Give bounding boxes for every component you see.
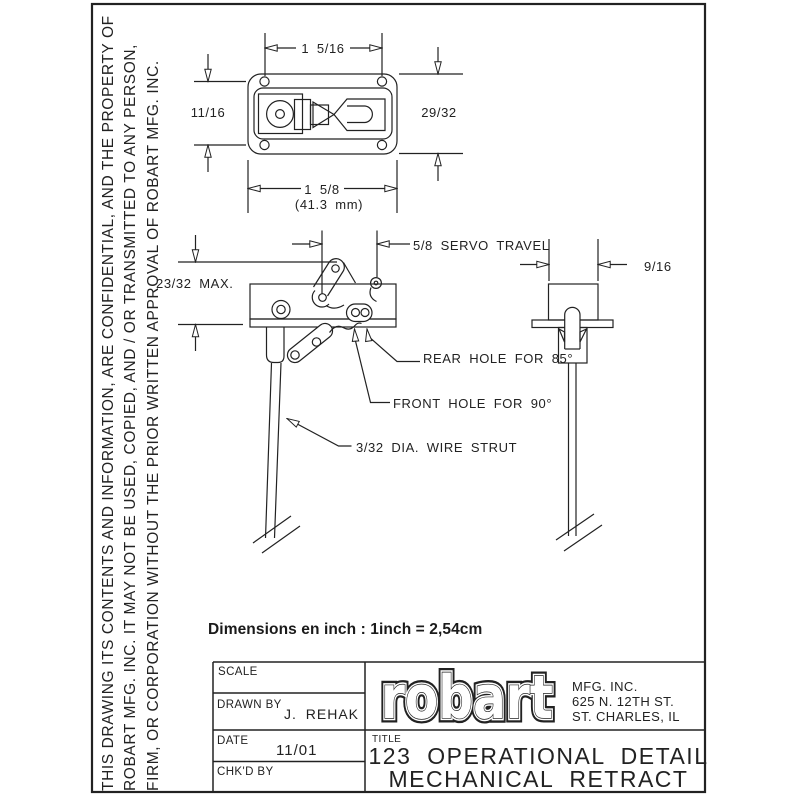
dim-max-height: 23/32 MAX.	[156, 276, 234, 291]
dim-overall-height: 29/32	[421, 105, 457, 120]
label-front-hole: FRONT HOLE FOR 90°	[393, 396, 553, 411]
confidentiality-line: ROBART MFG. INC. IT MAY NOT BE USED, COP…	[122, 43, 140, 791]
dim-servo-travel: 5/8 SERVO TRAVEL	[413, 237, 550, 253]
company-line: MFG. INC.	[572, 679, 638, 694]
logo-gap-layer: robart	[381, 662, 553, 733]
confidentiality-line: FIRM, OR CORPORATION WITHOUT THE PRIOR W…	[144, 60, 162, 791]
confidentiality-note: THIS DRAWING ITS CONTENTS AND INFORMATIO…	[98, 11, 166, 791]
front-view-drawing	[520, 239, 627, 552]
date-value: 11/01	[276, 742, 318, 759]
title-block-grid	[212, 661, 706, 793]
company-line: 625 N. 12TH ST.	[572, 694, 675, 710]
date-label: DATE	[217, 735, 249, 747]
scale-label: SCALE	[218, 666, 258, 678]
logo-inner-layer: robart	[381, 662, 553, 733]
robart-logo: robart robart robart	[377, 658, 557, 737]
dim-overall-width-mm: (41.3 mm)	[294, 197, 364, 212]
page-border	[90, 2, 707, 794]
top-view-drawing	[194, 33, 463, 213]
drawing-title-line1: 123 OPERATIONAL DETAIL	[368, 743, 709, 769]
confidentiality-line: THIS DRAWING ITS CONTENTS AND INFORMATIO…	[100, 15, 117, 791]
dim-hole-spacing-v: 11/16	[190, 105, 226, 120]
drawn-by-value: J. REHAK	[284, 706, 360, 722]
label-wire-strut: 3/32 DIA. WIRE STRUT	[356, 439, 518, 455]
logo-outline-layer: robart	[381, 662, 553, 733]
company-address: MFG. INC. 625 N. 12TH ST. ST. CHARLES, I…	[572, 679, 680, 725]
dim-overall-width: 1 5/8	[304, 181, 340, 197]
side-view-drawing	[178, 230, 420, 554]
title-label: TITLE	[372, 734, 402, 745]
company-line: ST. CHARLES, IL	[572, 709, 680, 725]
units-note: Dimensions en inch : 1inch = 2,54cm	[208, 621, 483, 638]
chkd-by-label: CHK'D BY	[217, 766, 274, 778]
dim-hole-spacing-h: 1 5/16	[301, 41, 345, 56]
drawn-by-label: DRAWN BY	[217, 699, 282, 711]
dim-front-width: 9/16	[644, 259, 672, 274]
drawing-title-line2: MECHANICAL RETRACT	[388, 766, 689, 792]
label-rear-hole: REAR HOLE FOR 85°	[423, 351, 574, 366]
